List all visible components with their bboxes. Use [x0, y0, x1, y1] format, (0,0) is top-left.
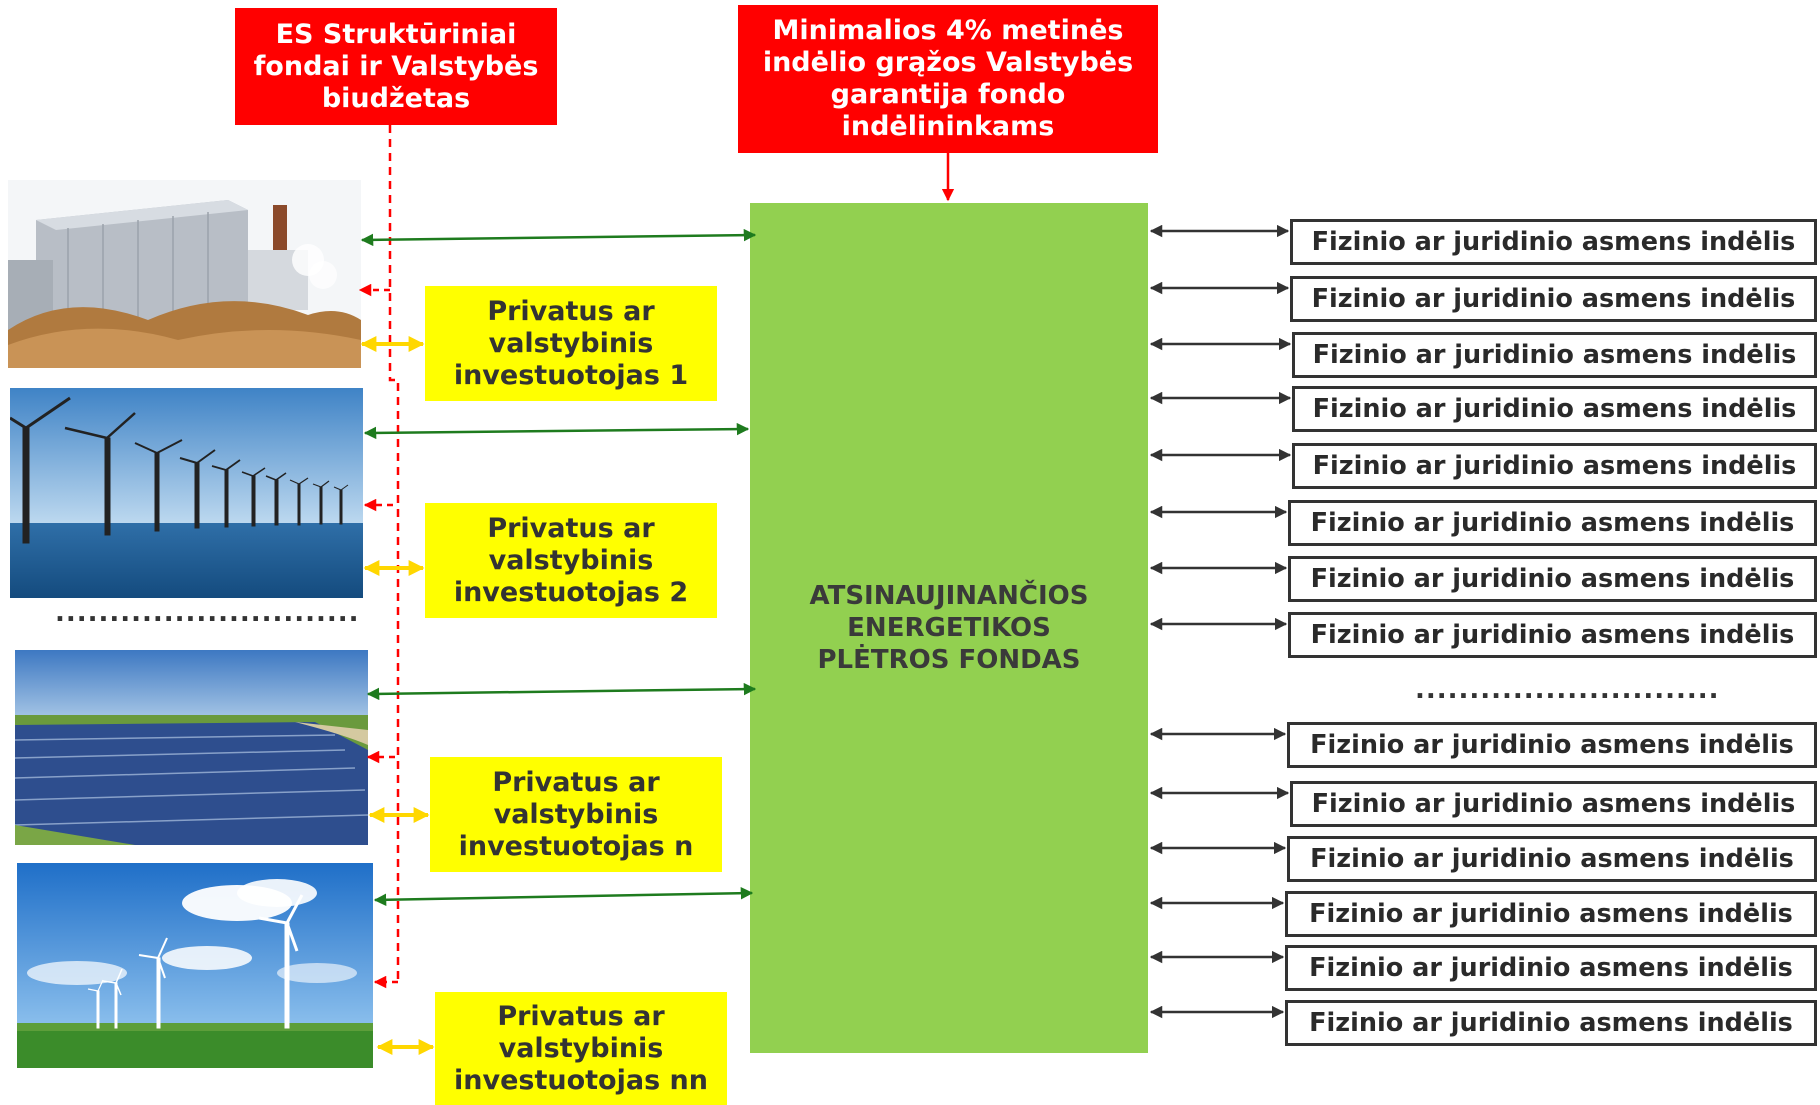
investor-nn-line-2: valstybinis: [498, 1032, 664, 1064]
investor-1-line-1: Privatus ar: [487, 295, 655, 327]
investor-box-nn: Privatus ar valstybinis investuotojas nn: [435, 992, 727, 1105]
deposit-box-2: Fizinio ar juridinio asmens indėlis: [1290, 276, 1817, 322]
fund-line-3: PLĖTROS FONDAS: [817, 645, 1081, 675]
fund-line-2: ENERGETIKOS: [847, 613, 1051, 643]
onshore-wind-farm-photo: [17, 863, 373, 1068]
photo-4-fund-arrow: [373, 886, 754, 907]
guarantee-line-1: Minimalios 4% metinės: [772, 15, 1124, 46]
investor-nn-line-3: investuotojas nn: [454, 1064, 708, 1096]
investor-2-line-1: Privatus ar: [487, 512, 655, 544]
left-ellipsis: ............................: [55, 598, 360, 628]
deposit-box-14: Fizinio ar juridinio asmens indėlis: [1285, 1000, 1817, 1046]
eu-funds-line-3: biudžetas: [321, 82, 471, 114]
investor-1-line-2: valstybinis: [488, 327, 654, 359]
deposit-box-7: Fizinio ar juridinio asmens indėlis: [1288, 556, 1817, 602]
deposit-label: Fizinio ar juridinio asmens indėlis: [1311, 284, 1796, 314]
fund-line-1: ATSINAUJINANČIOS: [809, 581, 1089, 611]
deposit-label: Fizinio ar juridinio asmens indėlis: [1309, 899, 1793, 929]
deposit-label: Fizinio ar juridinio asmens indėlis: [1312, 340, 1797, 370]
deposit-box-12: Fizinio ar juridinio asmens indėlis: [1285, 891, 1817, 937]
deposit-box-10: Fizinio ar juridinio asmens indėlis: [1290, 781, 1817, 827]
investor-n-line-2: valstybinis: [493, 798, 659, 830]
deposit-label: Fizinio ar juridinio asmens indėlis: [1310, 620, 1795, 650]
deposit-arrows: [1149, 224, 1292, 1019]
investor-2-line-2: valstybinis: [488, 544, 654, 576]
deposit-box-4: Fizinio ar juridinio asmens indėlis: [1292, 386, 1817, 432]
deposit-label: Fizinio ar juridinio asmens indėlis: [1310, 730, 1794, 760]
deposit-label: Fizinio ar juridinio asmens indėlis: [1310, 844, 1794, 874]
photo-3-fund-arrow: [366, 682, 757, 701]
deposit-label: Fizinio ar juridinio asmens indėlis: [1310, 508, 1795, 538]
deposit-label: Fizinio ar juridinio asmens indėlis: [1310, 564, 1795, 594]
deposit-box-3: Fizinio ar juridinio asmens indėlis: [1292, 332, 1817, 378]
photo-1-fund-arrow: [360, 228, 757, 247]
deposit-box-11: Fizinio ar juridinio asmens indėlis: [1287, 836, 1817, 882]
deposit-box-13: Fizinio ar juridinio asmens indėlis: [1285, 945, 1817, 991]
right-ellipsis: ............................: [1415, 675, 1720, 705]
deposit-label: Fizinio ar juridinio asmens indėlis: [1309, 1008, 1793, 1038]
investor-nn-line-1: Privatus ar: [497, 1000, 665, 1032]
investor-n-line-3: investuotojas n: [458, 830, 694, 862]
eu-funds-line-1: ES Struktūriniai: [275, 18, 517, 50]
deposit-box-9: Fizinio ar juridinio asmens indėlis: [1287, 722, 1817, 768]
investor-n-line-1: Privatus ar: [492, 766, 660, 798]
guarantee-line-4: indėlininkams: [841, 111, 1055, 142]
biomass-plant-photo: [8, 180, 361, 368]
deposit-label: Fizinio ar juridinio asmens indėlis: [1311, 789, 1796, 819]
deposit-label: Fizinio ar juridinio asmens indėlis: [1309, 953, 1793, 983]
offshore-wind-farm-photo: [10, 388, 363, 598]
solar-farm-photo: [15, 650, 368, 845]
deposit-box-1: Fizinio ar juridinio asmens indėlis: [1290, 219, 1817, 265]
deposit-box-8: Fizinio ar juridinio asmens indėlis: [1288, 612, 1817, 658]
investor-2-line-3: investuotojas 2: [453, 576, 689, 608]
investor-1-line-3: investuotojas 1: [453, 359, 689, 391]
eu-funds-box: ES Struktūriniai fondai ir Valstybės biu…: [235, 8, 557, 125]
eu-funds-dashed-line: [388, 125, 400, 985]
deposit-box-6: Fizinio ar juridinio asmens indėlis: [1288, 500, 1817, 546]
deposit-label: Fizinio ar juridinio asmens indėlis: [1312, 394, 1797, 424]
guarantee-line-2: indėlio grąžos Valstybės: [762, 47, 1134, 78]
eu-funds-line-2: fondai ir Valstybės: [253, 50, 539, 82]
investor-box-2: Privatus ar valstybinis investuotojas 2: [425, 503, 717, 618]
deposit-label: Fizinio ar juridinio asmens indėlis: [1311, 227, 1796, 257]
investor-box-n: Privatus ar valstybinis investuotojas n: [430, 757, 722, 872]
photo-2-fund-arrow: [363, 422, 750, 440]
deposit-box-5: Fizinio ar juridinio asmens indėlis: [1292, 443, 1817, 489]
guarantee-line-3: garantija fondo: [830, 79, 1066, 110]
state-guarantee-box: Minimalios 4% metinės indėlio grąžos Val…: [738, 5, 1158, 153]
renewable-energy-fund-box: ATSINAUJINANČIOS ENERGETIKOS PLĖTROS FON…: [750, 203, 1148, 1053]
investor-box-1: Privatus ar valstybinis investuotojas 1: [425, 286, 717, 401]
deposit-label: Fizinio ar juridinio asmens indėlis: [1312, 451, 1797, 481]
